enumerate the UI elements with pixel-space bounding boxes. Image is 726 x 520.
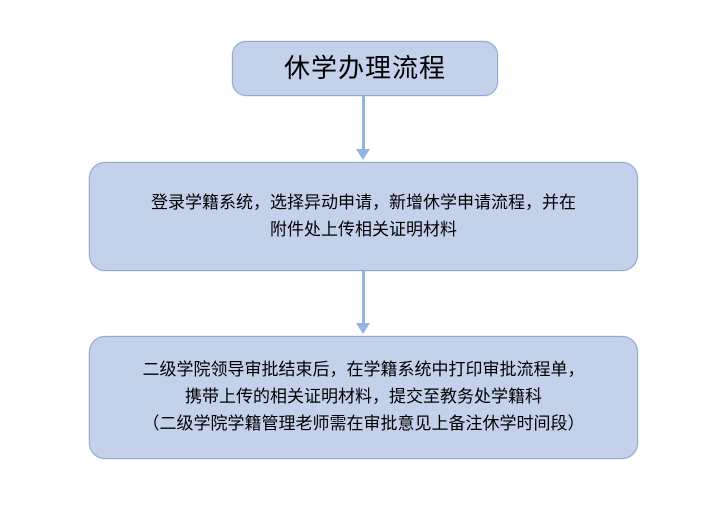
arrow-down-icon-2 [356,271,371,336]
arrow-stem [362,271,365,325]
flowchart-step-text-1: 登录学籍系统，选择异动申请，新增休学申请流程，并在 附件处上传相关证明材料 [151,192,576,240]
flowchart-step-text-2: 二级学院领导审批结束后，在学籍系统中打印审批流程单， 携带上传的相关证明材料，提… [142,360,585,434]
flowchart-title-node: 休学办理流程 [232,41,498,96]
flowchart-step-node-2: 二级学院领导审批结束后，在学籍系统中打印审批流程单， 携带上传的相关证明材料，提… [89,336,638,459]
flowchart-title-text: 休学办理流程 [283,53,446,84]
arrow-head [356,149,370,160]
flowchart-step-node-1: 登录学籍系统，选择异动申请，新增休学申请流程，并在 附件处上传相关证明材料 [89,162,638,271]
arrow-down-icon-1 [356,96,371,162]
arrow-head [356,323,370,334]
arrow-stem [362,96,365,151]
